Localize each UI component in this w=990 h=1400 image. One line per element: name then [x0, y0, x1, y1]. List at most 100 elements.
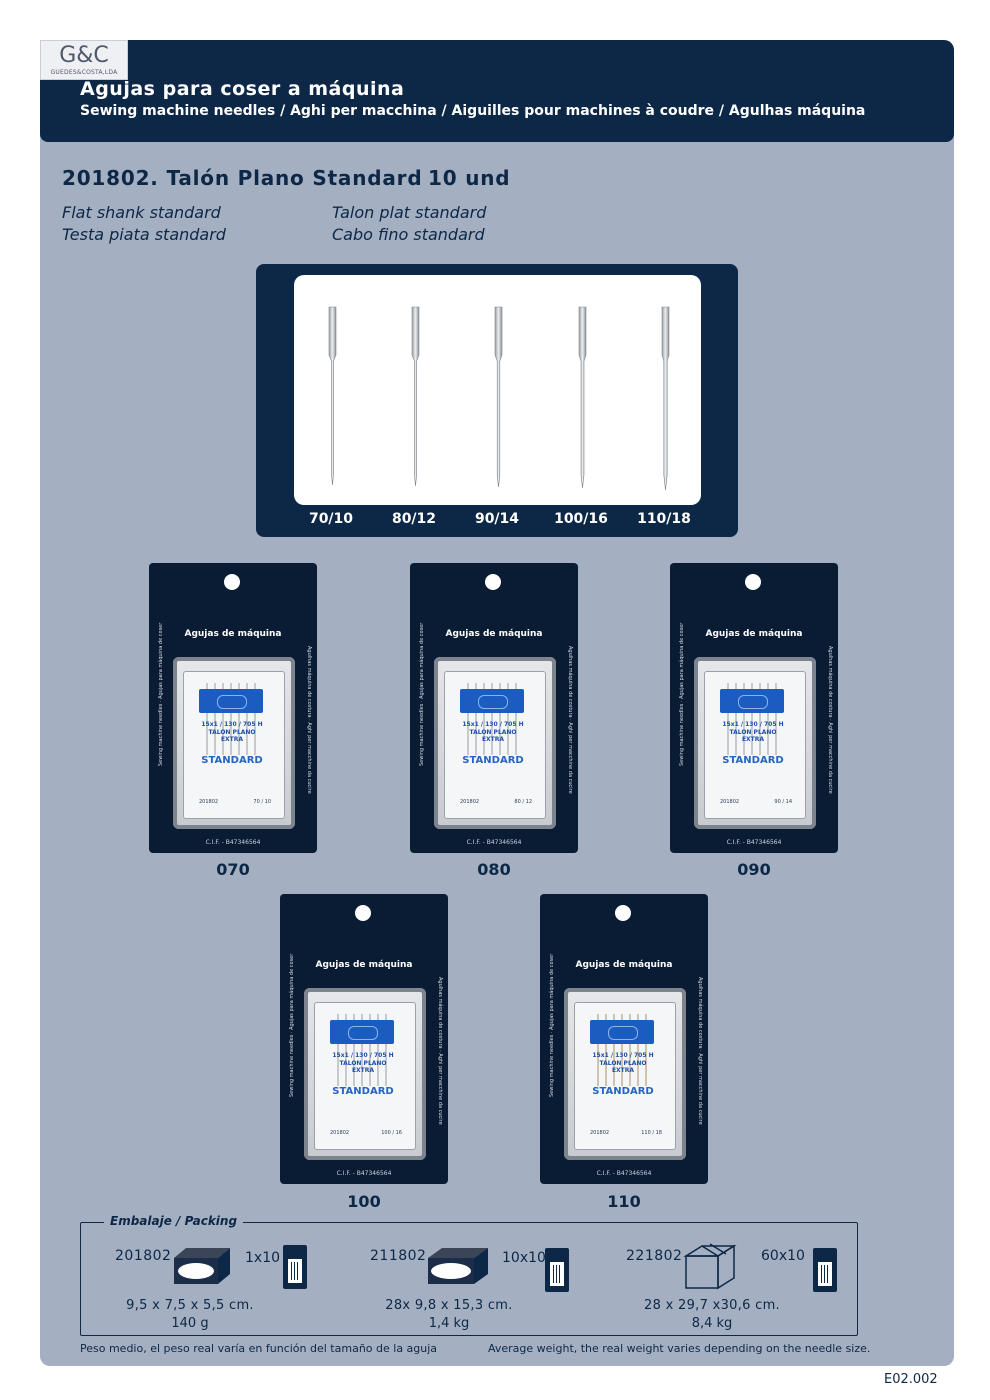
side-text-left: Sewing machine needles · Agujas para máq…	[289, 953, 295, 1097]
mini-card-icon	[283, 1245, 307, 1289]
needle-pack-card: Agujas de máquina 15x1 / 130 / 705 H TAL…	[540, 894, 708, 1184]
needle-spec-type: TALON PLANO EXTRA	[599, 1060, 647, 1074]
card-title: Agujas de máquina	[445, 629, 543, 639]
packing-code: 211802	[370, 1248, 427, 1264]
side-text-right: Agulhas máquina de costura · Aghi per ma…	[567, 646, 573, 794]
side-text-left: Sewing machine needles · Agujas para máq…	[679, 622, 685, 766]
hanging-hole	[615, 905, 631, 921]
carton-box-icon	[683, 1243, 737, 1290]
mini-card-icon	[545, 1248, 569, 1292]
page-subtitle: Sewing machine needles / Aghi per macchi…	[80, 103, 866, 119]
packing-title: Embalaje / Packing	[104, 1214, 244, 1228]
translation-it: Testa piata standard	[62, 225, 226, 244]
needle-size-label: 100/16	[554, 511, 608, 527]
mini-card-icon	[813, 1248, 837, 1292]
needle-80	[411, 306, 420, 487]
packing-qty: 1x10	[245, 1250, 281, 1266]
standard-label: STANDARD	[332, 1086, 394, 1097]
company-logo: G&C GUEDES&COSTA,LDA	[40, 40, 128, 80]
card-title: Agujas de máquina	[575, 960, 673, 970]
weight-note-en: Average weight, the real weight varies d…	[488, 1342, 871, 1355]
needle-size-label: 80/12	[391, 511, 437, 527]
card-reference: 090	[737, 860, 771, 879]
packing-weight: 8,4 kg	[691, 1316, 733, 1331]
needle-spec-type: TALON PLANO EXTRA	[469, 729, 517, 743]
side-text-right: Agulhas máquina de costura · Aghi per ma…	[827, 646, 833, 794]
standard-label: STANDARD	[201, 755, 263, 766]
packing-dimensions: 28 x 29,7 x30,6 cm.	[644, 1298, 780, 1313]
side-text-left: Sewing machine needles · Agujas para máq…	[549, 953, 555, 1097]
needle-pack-card: Agujas de máquina 15x1 / 130 / 705 H TAL…	[149, 563, 317, 853]
side-text-right: Agulhas máquina de costura · Aghi per ma…	[306, 646, 312, 794]
cif-number: C.I.F. - B47346564	[336, 1170, 392, 1177]
cif-number: C.I.F. - B47346564	[466, 839, 522, 846]
translation-en: Flat shank standard	[62, 203, 221, 222]
needle-spec: 15x1 / 130 / 705 H	[592, 1052, 654, 1059]
card-codes: 201802 80 / 12	[460, 799, 532, 805]
packing-qty: 10x10	[502, 1250, 546, 1266]
header-bar	[40, 40, 954, 142]
blue-brand-label	[460, 689, 524, 713]
card-size: 80 / 12	[514, 799, 532, 805]
packing-code: 201802	[115, 1248, 172, 1264]
side-text-right: Agulhas máquina de costura · Aghi per ma…	[697, 977, 703, 1125]
logo-subtitle: GUEDES&COSTA,LDA	[50, 69, 118, 76]
card-code: 201802	[720, 799, 740, 805]
logo-mark: G&C	[59, 43, 109, 68]
card-title: Agujas de máquina	[705, 629, 803, 639]
needle-pack-card: Agujas de máquina 15x1 / 130 / 705 H TAL…	[410, 563, 578, 853]
page-reference: E02.002	[884, 1372, 938, 1387]
blue-brand-label	[330, 1020, 394, 1044]
hanging-hole	[355, 905, 371, 921]
needle-spec: 15x1 / 130 / 705 H	[332, 1052, 394, 1059]
product-quantity: 10 und	[428, 166, 511, 190]
packing-dimensions: 28x 9,8 x 15,3 cm.	[385, 1298, 513, 1313]
standard-label: STANDARD	[592, 1086, 654, 1097]
needle-spec: 15x1 / 130 / 705 H	[722, 721, 784, 728]
card-code: 201802	[199, 799, 219, 805]
side-text-left: Sewing machine needles · Agujas para máq…	[158, 622, 164, 766]
card-reference: 110	[607, 1192, 641, 1211]
card-code: 201802	[590, 1130, 610, 1136]
translation-fr: Talon plat standard	[332, 203, 487, 222]
hanging-hole	[224, 574, 240, 590]
packing-dimensions: 9,5 x 7,5 x 5,5 cm.	[126, 1298, 254, 1313]
weight-note-es: Peso medio, el peso real varía en funció…	[80, 1342, 438, 1355]
hanging-hole	[745, 574, 761, 590]
needle-110	[661, 306, 670, 491]
needle-size-label: 70/10	[308, 511, 354, 527]
page-title: Agujas para coser a máquina	[80, 78, 405, 100]
packing-weight: 140 g	[171, 1316, 209, 1331]
needle-pack-card: Agujas de máquina 15x1 / 130 / 705 H TAL…	[280, 894, 448, 1184]
blue-brand-label	[199, 689, 263, 713]
packing-weight: 1,4 kg	[428, 1316, 470, 1331]
blue-brand-label	[590, 1020, 654, 1044]
needle-100	[578, 306, 587, 489]
card-reference: 080	[477, 860, 511, 879]
needle-pack-card: Agujas de máquina 15x1 / 130 / 705 H TAL…	[670, 563, 838, 853]
packing-qty: 60x10	[761, 1248, 805, 1264]
needle-spec: 15x1 / 130 / 705 H	[201, 721, 263, 728]
hanging-hole	[485, 574, 501, 590]
cif-number: C.I.F. - B47346564	[596, 1170, 652, 1177]
packing-code: 221802	[626, 1248, 683, 1264]
card-title: Agujas de máquina	[184, 629, 282, 639]
needle-90	[494, 306, 503, 488]
needle-spec-type: TALON PLANO EXTRA	[339, 1060, 387, 1074]
needle-spec-type: TALON PLANO EXTRA	[208, 729, 256, 743]
card-code: 201802	[460, 799, 480, 805]
needle-spec-type: TALON PLANO EXTRA	[729, 729, 777, 743]
card-reference: 070	[216, 860, 250, 879]
product-title: 201802. Talón Plano Standard	[62, 166, 423, 190]
standard-label: STANDARD	[462, 755, 524, 766]
standard-label: STANDARD	[722, 755, 784, 766]
cif-number: C.I.F. - B47346564	[726, 839, 782, 846]
cif-number: C.I.F. - B47346564	[205, 839, 261, 846]
card-codes: 201802 70 / 10	[199, 799, 271, 805]
small-box-icon	[174, 1248, 230, 1284]
packing-box	[80, 1222, 858, 1336]
card-size: 90 / 14	[774, 799, 792, 805]
card-size: 70 / 10	[253, 799, 271, 805]
side-text-left: Sewing machine needles · Agujas para máq…	[419, 622, 425, 766]
